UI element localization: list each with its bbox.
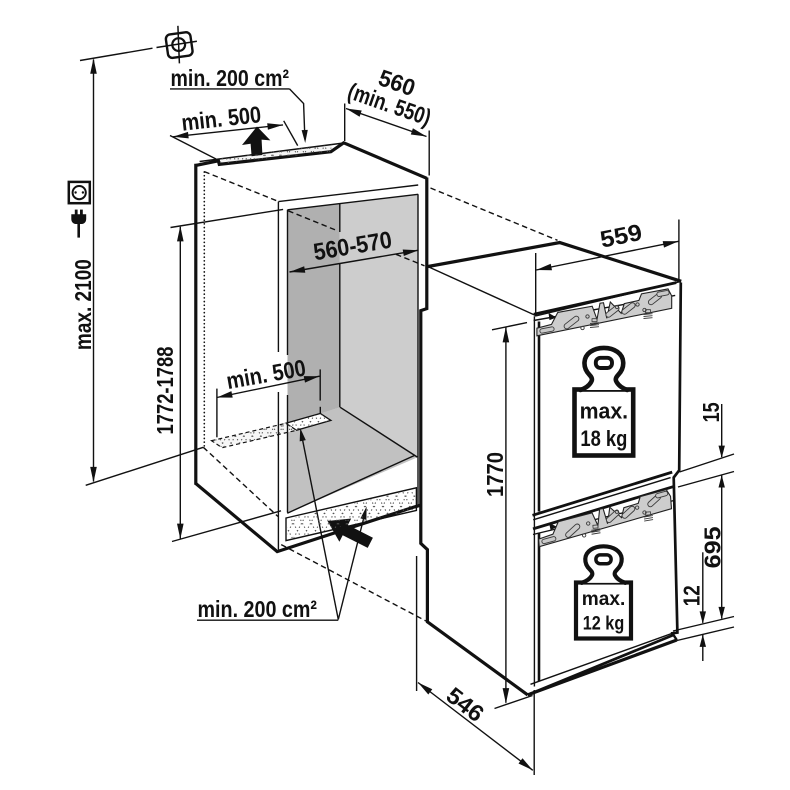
- svg-text:min. 200 cm²: min. 200 cm²: [171, 65, 290, 91]
- svg-text:min. 200 cm²: min. 200 cm²: [198, 596, 318, 622]
- svg-text:max.: max.: [582, 588, 626, 610]
- svg-text:1772-1788: 1772-1788: [152, 346, 178, 434]
- svg-text:12: 12: [679, 585, 705, 606]
- svg-text:12 kg: 12 kg: [583, 613, 625, 635]
- svg-text:1770: 1770: [482, 452, 508, 497]
- svg-text:695: 695: [700, 526, 726, 568]
- svg-text:max. 2100: max. 2100: [70, 259, 96, 350]
- svg-text:15: 15: [698, 402, 724, 422]
- svg-text:18 kg: 18 kg: [580, 426, 627, 451]
- svg-text:max.: max.: [580, 399, 629, 424]
